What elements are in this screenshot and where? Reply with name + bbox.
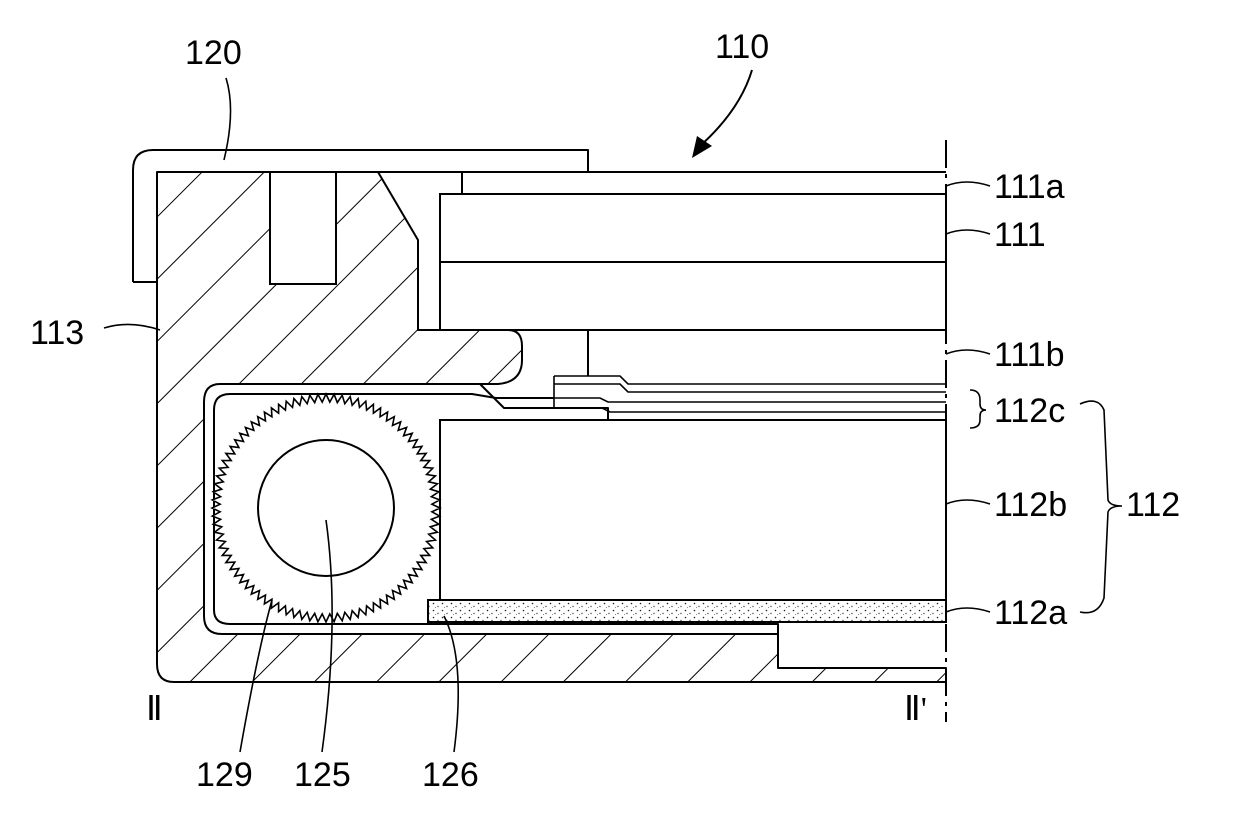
section-mark-left: Ⅱ	[146, 691, 163, 728]
section-mark-right: Ⅱ'	[904, 691, 927, 728]
label-120: 120	[185, 34, 242, 72]
lamp-reflector	[480, 384, 608, 420]
reflective-sheet-112a	[428, 600, 946, 622]
arrow-110	[692, 136, 712, 158]
label-112: 112	[1126, 486, 1180, 524]
label-111a: 111a	[994, 168, 1065, 206]
housing-slot	[270, 172, 336, 284]
label-129: 129	[196, 756, 253, 794]
optical-sheets-112c	[554, 376, 946, 420]
label-126: 126	[422, 756, 479, 794]
label-112b: 112b	[994, 486, 1067, 524]
label-125: 125	[294, 756, 351, 794]
label-111b: 111b	[994, 336, 1065, 374]
lamp-125	[258, 440, 394, 576]
light-guide-112b	[440, 420, 946, 600]
label-111: 111	[994, 216, 1046, 254]
label-112a: 112a	[994, 594, 1067, 632]
label-113: 113	[30, 314, 84, 352]
label-110: 110	[715, 28, 769, 66]
label-112c: 112c	[994, 392, 1065, 430]
